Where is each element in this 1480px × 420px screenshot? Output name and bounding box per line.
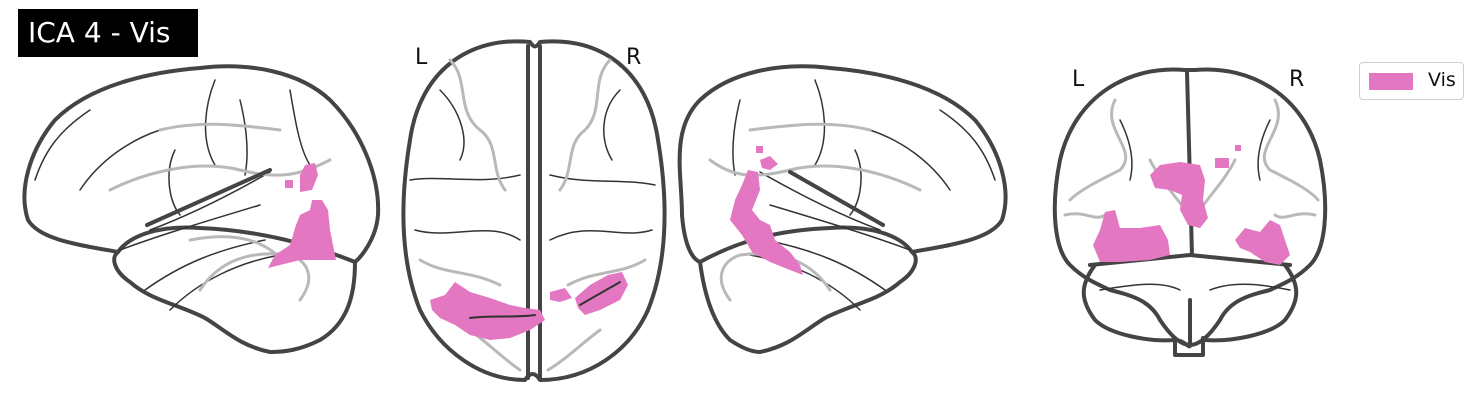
- left-sagittal-central-line: [145, 168, 272, 227]
- left-sagittal-activation: [268, 163, 336, 268]
- figure-title: ICA 4 - Vis: [18, 9, 198, 57]
- axial-view: [401, 39, 667, 382]
- left-sagittal-sulci: [34, 79, 332, 311]
- axial-right-label: R: [626, 45, 642, 70]
- coronal-brainstem-outline: [1173, 336, 1205, 357]
- coronal-tentorium: [1088, 253, 1292, 267]
- axial-blob-left: [430, 282, 545, 340]
- axial-left-label: L: [415, 45, 428, 70]
- axial-sulci: [409, 58, 656, 372]
- left-sagittal-blob-1: [268, 200, 336, 268]
- coronal-blob-small-1: [1215, 158, 1229, 168]
- legend: Vis: [1359, 62, 1464, 100]
- coronal-blob-right: [1235, 220, 1290, 265]
- right-sagittal-central-line: [788, 170, 885, 227]
- coronal-left-label: L: [1072, 67, 1085, 92]
- coronal-blob-small-2: [1235, 145, 1241, 151]
- right-sagittal-activation: [730, 146, 803, 275]
- right-sagittal-temporal-outline: [698, 225, 914, 264]
- legend-label-vis: Vis: [1428, 69, 1456, 91]
- coronal-blob-center: [1150, 162, 1208, 228]
- left-sagittal-blob-3: [285, 180, 293, 188]
- legend-swatch-vis: [1369, 73, 1413, 90]
- right-sagittal-blob-3: [756, 146, 763, 153]
- right-sagittal-view: [677, 64, 1008, 354]
- coronal-cerebellum-outline: [1081, 263, 1299, 349]
- right-sagittal-blob-1: [730, 170, 803, 275]
- coronal-activation: [1093, 145, 1290, 265]
- coronal-right-label: R: [1289, 67, 1305, 92]
- axial-blob-right-2: [550, 288, 572, 302]
- left-sagittal-blob-2: [300, 163, 318, 192]
- coronal-view: [1052, 67, 1328, 357]
- right-sagittal-blob-2: [760, 156, 778, 170]
- left-sagittal-view: [22, 64, 381, 354]
- coronal-blob-left: [1093, 210, 1170, 262]
- right-sagittal-brain-outline: [677, 64, 1008, 354]
- right-sagittal-sulci: [708, 79, 996, 311]
- coronal-sulci: [1063, 98, 1320, 291]
